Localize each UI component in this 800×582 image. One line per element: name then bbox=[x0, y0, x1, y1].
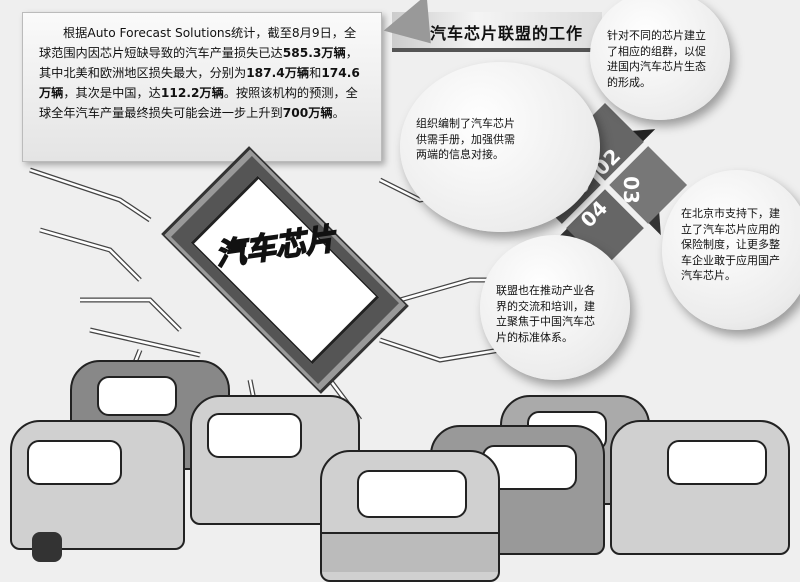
stat-forecast: 700万辆 bbox=[282, 106, 333, 120]
stat-china: 112.2万辆 bbox=[160, 86, 224, 100]
item-text-01: 组织编制了汽车芯片供需手册，加强供需两端的信息对接。 bbox=[416, 117, 515, 161]
item-text-02: 针对不同的芯片建立了相应的组群，以促进国内汽车芯片生态的形成。 bbox=[607, 29, 706, 89]
intro-text: 和 bbox=[309, 66, 322, 80]
section-banner bbox=[392, 12, 602, 52]
stat-global-loss: 585.3万辆 bbox=[282, 46, 346, 60]
intro-text: 根据Auto Forecast Solutions统计，截至8月9日，全球范围内… bbox=[39, 26, 357, 60]
car bbox=[610, 420, 790, 555]
car bbox=[10, 420, 185, 562]
intro-text: 。按照该机构的预测，全球全年汽车产量最终损失可能会进一步上升到 bbox=[39, 86, 358, 120]
item-number-03: 03 bbox=[618, 176, 643, 204]
stat-north-america: 187.4万辆 bbox=[246, 66, 310, 80]
intro-text-box: 根据Auto Forecast Solutions统计，截至8月9日，全球范围内… bbox=[22, 12, 382, 162]
item-text-04: 联盟也在推动产业各界的交流和培训，建立聚焦于中国汽车芯片的标准体系。 bbox=[496, 284, 595, 344]
bubble-01 bbox=[400, 62, 600, 232]
bubble-03 bbox=[662, 170, 800, 330]
intro-text: ，其次是中国，达 bbox=[63, 86, 161, 100]
bubble-04 bbox=[480, 235, 630, 380]
item-text-03: 在北京市支持下，建立了汽车芯片应用的保险制度，让更多整车企业敢于应用国产汽车芯片… bbox=[681, 207, 780, 282]
section-title: 汽车芯片联盟的工作 bbox=[430, 24, 584, 43]
bubble-02 bbox=[590, 0, 730, 120]
intro-text: 。 bbox=[332, 106, 345, 120]
intro-text: ，其中北美和欧洲地区损失最大，分别为 bbox=[39, 46, 358, 80]
stat-europe: 174.6万辆 bbox=[39, 66, 360, 100]
car bbox=[320, 450, 500, 582]
